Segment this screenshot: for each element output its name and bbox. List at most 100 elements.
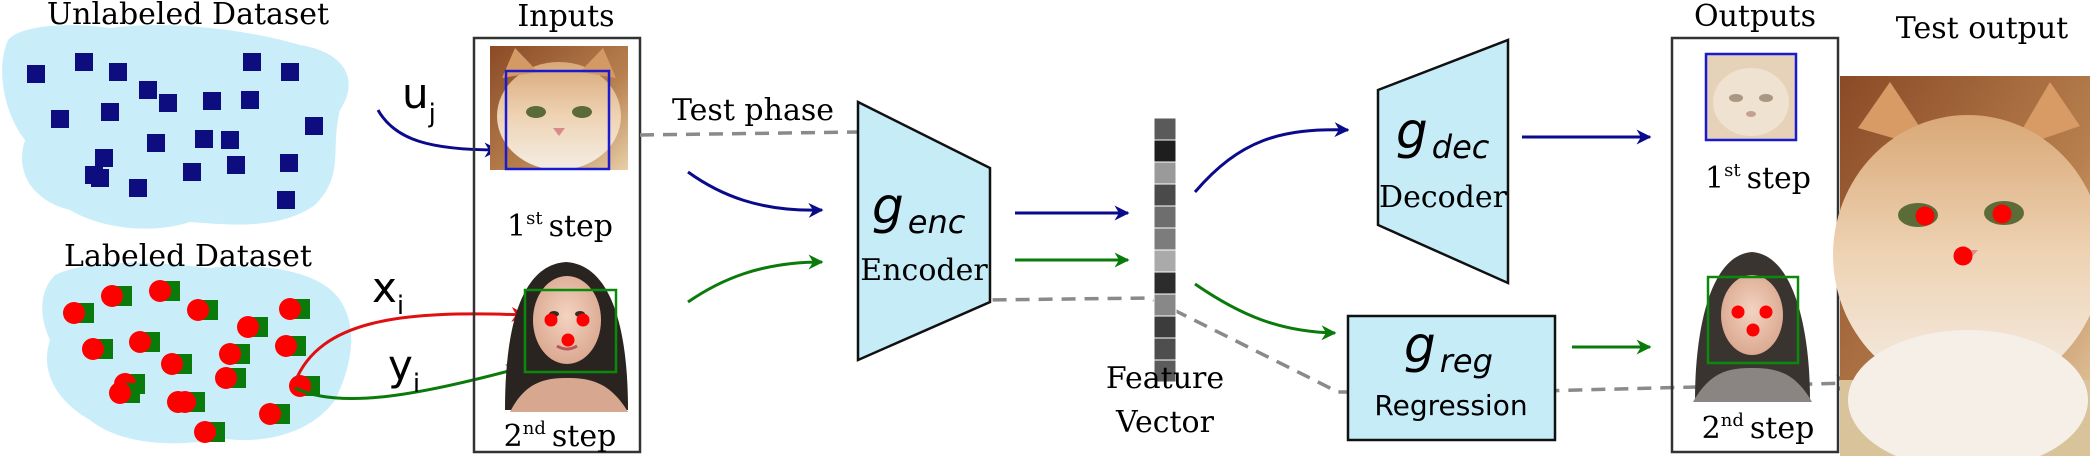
feature-cell bbox=[1153, 359, 1177, 383]
unlabeled-sample-square bbox=[281, 63, 299, 81]
feature-cell bbox=[1153, 293, 1177, 317]
output-landmark-right-eye bbox=[1759, 305, 1773, 319]
unlabeled-sample-square bbox=[241, 91, 259, 109]
input-woman-bbox bbox=[523, 288, 618, 374]
input-landmark-right-eye bbox=[576, 313, 590, 327]
inputs-title: Inputs bbox=[517, 0, 614, 34]
unlabeled-sample-square bbox=[227, 156, 245, 174]
arrow-feature-to-regression bbox=[1194, 282, 1337, 341]
test-phase-label: Test phase bbox=[672, 93, 834, 128]
output-landmark-left-eye bbox=[1731, 305, 1745, 319]
outputs-title: Outputs bbox=[1694, 0, 1816, 34]
arrow-step1-to-encoder bbox=[687, 170, 824, 218]
y-arrow bbox=[294, 364, 522, 401]
labeled-sample bbox=[82, 338, 113, 360]
decoder-label: Decoder bbox=[1379, 180, 1508, 215]
feature-label-line1: Feature bbox=[1106, 361, 1224, 396]
test-output-title: Test output bbox=[1896, 11, 2068, 46]
labeled-sample bbox=[275, 335, 306, 357]
feature-cell bbox=[1153, 205, 1177, 229]
unlabeled-sample-square bbox=[27, 65, 45, 83]
unlabeled-sample-square bbox=[51, 110, 69, 128]
unlabeled-sample-square bbox=[195, 130, 213, 148]
inputs-frame bbox=[472, 36, 642, 454]
labeled-sample bbox=[219, 343, 250, 365]
labeled-sample bbox=[194, 421, 225, 443]
input-woman-image bbox=[505, 262, 628, 412]
arrow-step2-to-encoder bbox=[687, 254, 824, 304]
u-arrow bbox=[376, 109, 500, 158]
labeled-sample bbox=[259, 403, 290, 425]
labeled-sample bbox=[63, 302, 94, 324]
labeled-sample bbox=[187, 299, 218, 321]
labeled-sample bbox=[279, 298, 310, 320]
labeled-sample bbox=[161, 353, 192, 375]
regression-label: Regression bbox=[1374, 389, 1527, 422]
feature-cell bbox=[1153, 315, 1177, 339]
regression-box bbox=[1346, 314, 1557, 442]
feature-label-line2: Vector bbox=[1115, 405, 1215, 440]
unlabeled-sample-square bbox=[101, 103, 119, 121]
output-reconstruction-bbox bbox=[1704, 52, 1798, 142]
unlabeled-sample-square bbox=[129, 179, 147, 197]
labeled-dataset-title: Labeled Dataset bbox=[64, 239, 312, 274]
unlabeled-dataset-title: Unlabeled Dataset bbox=[47, 0, 329, 32]
labeled-dataset: Labeled Dataset bbox=[42, 239, 352, 444]
test-landmark-left-eye bbox=[1915, 206, 1935, 226]
arrow-feature-to-decoder bbox=[1193, 122, 1350, 193]
labeled-sample bbox=[129, 331, 160, 353]
unlabeled-sample-square bbox=[139, 81, 157, 99]
unlabeled-sample-square bbox=[305, 117, 323, 135]
feature-cell bbox=[1153, 117, 1177, 141]
feature-vector-cells bbox=[1153, 117, 1177, 383]
test-landmark-nose bbox=[1953, 246, 1973, 266]
x-symbol: xi bbox=[372, 263, 404, 321]
feature-cell bbox=[1153, 227, 1177, 251]
labeled-samples bbox=[63, 280, 320, 443]
y-symbol: yi bbox=[388, 341, 420, 399]
output-landmark-nose bbox=[1746, 323, 1760, 337]
labeled-sample bbox=[109, 382, 140, 404]
feature-cell bbox=[1153, 161, 1177, 185]
labeled-sample bbox=[174, 391, 205, 413]
unlabeled-dataset: Unlabeled Dataset bbox=[2, 0, 349, 229]
input-cat-bbox bbox=[504, 69, 611, 171]
feature-cell bbox=[1153, 249, 1177, 273]
feature-cell bbox=[1153, 337, 1177, 361]
labeled-sample bbox=[237, 316, 268, 338]
unlabeled-sample-square bbox=[277, 191, 295, 209]
feature-cell bbox=[1153, 183, 1177, 207]
test-output-image bbox=[1833, 76, 2090, 456]
unlabeled-sample-square bbox=[109, 63, 127, 81]
unlabeled-sample-square bbox=[221, 131, 239, 149]
test-landmark-right-eye bbox=[1992, 204, 2012, 224]
unlabeled-sample-square bbox=[75, 53, 93, 71]
output-reconstruction-image bbox=[1704, 52, 1798, 142]
feature-cell bbox=[1153, 139, 1177, 163]
unlabeled-samples bbox=[27, 53, 323, 209]
feature-cell bbox=[1153, 271, 1177, 295]
output-woman-bbox bbox=[1706, 275, 1800, 365]
input-landmark-left-eye bbox=[544, 313, 558, 327]
encoder-label: Encoder bbox=[860, 253, 988, 288]
input-landmark-nose bbox=[561, 333, 575, 347]
decoder-trapezoid bbox=[1376, 38, 1510, 285]
output-woman-image bbox=[1693, 252, 1812, 402]
input-cat-image bbox=[490, 46, 628, 171]
unlabeled-sample-square bbox=[95, 149, 113, 167]
feature-vector: Feature Vector bbox=[1106, 117, 1224, 440]
encoder-trapezoid bbox=[856, 99, 992, 362]
unlabeled-sample-square bbox=[203, 92, 221, 110]
unlabeled-sample-square bbox=[91, 169, 109, 187]
